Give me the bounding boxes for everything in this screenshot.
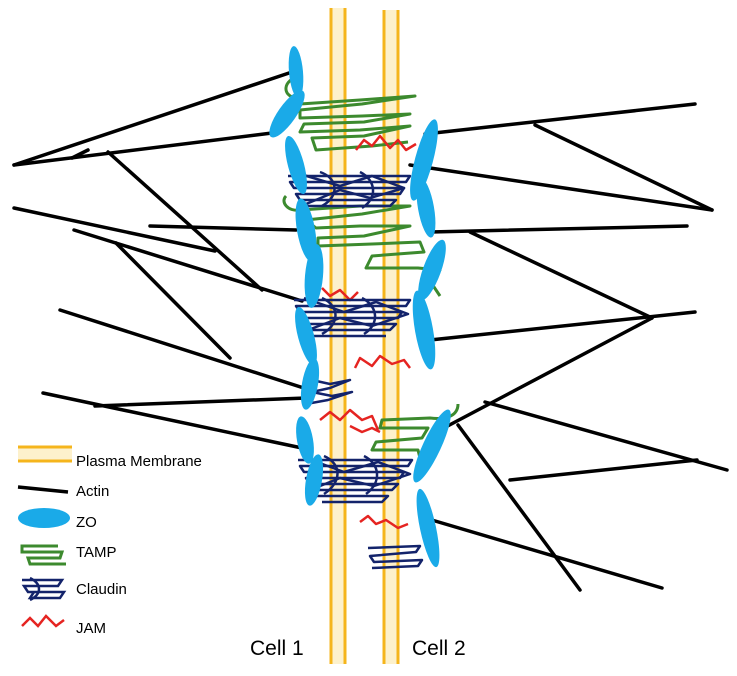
zo-proteins: [269, 46, 451, 568]
plasma-membrane-swatch: [18, 446, 72, 462]
legend-item-tamp: TAMP: [20, 544, 117, 566]
legend-item-jam: JAM: [21, 614, 106, 637]
cell-1-label: Cell 1: [250, 637, 304, 660]
legend-label-claudin: Claudin: [76, 581, 127, 598]
cell-2-label: Cell 2: [412, 637, 466, 660]
actin-swatch: [17, 485, 69, 494]
tamp-swatch: [20, 544, 66, 566]
legend-item-zo: ZO: [18, 508, 97, 531]
jam-swatch: [21, 614, 65, 628]
legend-label-tamp: TAMP: [76, 544, 117, 561]
legend: Plasma Membrane Actin ZO TAMP Claudin JA…: [17, 445, 202, 637]
legend-label-zo: ZO: [76, 514, 97, 531]
legend-label-jam: JAM: [76, 620, 106, 637]
jam-proteins: [319, 134, 417, 530]
zo-swatch: [18, 508, 70, 528]
legend-item-actin: Actin: [17, 483, 109, 500]
legend-label-actin: Actin: [76, 483, 109, 500]
actin-filaments-cell-2: [408, 102, 729, 592]
legend-item-claudin: Claudin: [21, 576, 127, 602]
claudin-swatch: [21, 576, 67, 602]
legend-item-plasma-membrane: Plasma Membrane: [18, 445, 202, 470]
actin-filaments-cell-1: [12, 68, 312, 450]
legend-label-plasma-membrane: Plasma Membrane: [76, 453, 202, 470]
claudin-proteins: [288, 170, 424, 570]
